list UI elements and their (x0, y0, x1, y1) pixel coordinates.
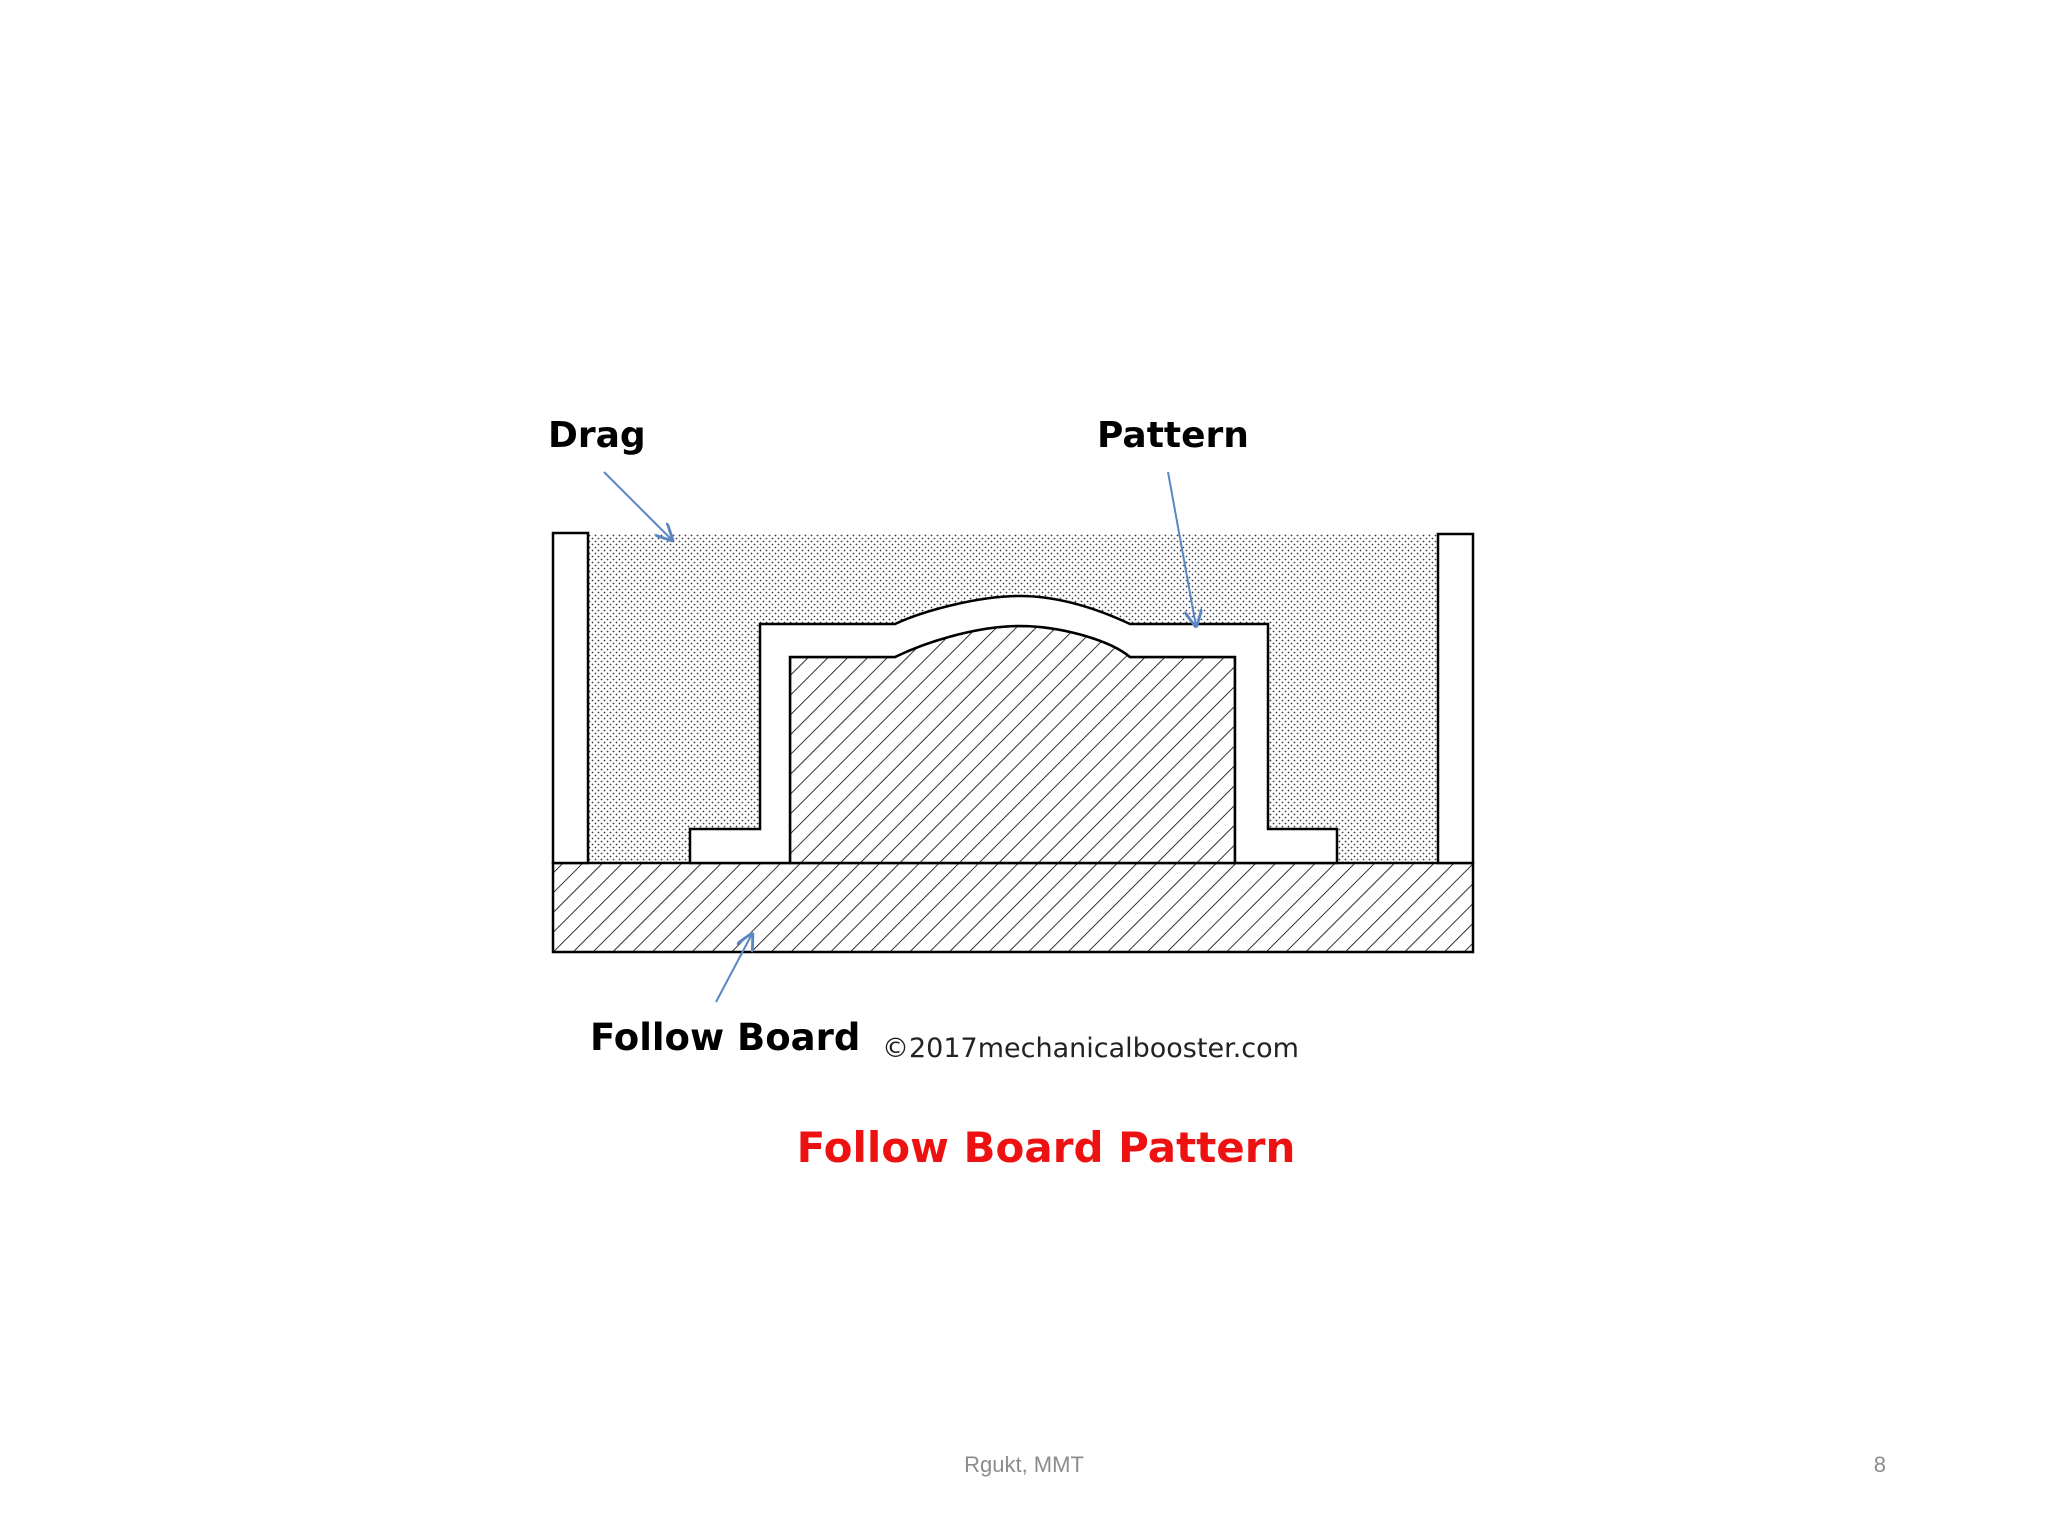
copyright-watermark: ©2017mechanicalbooster.com (882, 1033, 1299, 1064)
follow-board-arrow (715, 934, 752, 1003)
pattern-shell (688, 594, 1339, 865)
drag-arrow (603, 471, 672, 540)
flask-wall-right (1436, 532, 1475, 865)
diagram-caption: Follow Board Pattern (797, 1123, 1296, 1172)
follow-board-core (788, 624, 1237, 865)
pattern-arrow (1167, 471, 1196, 626)
footer-text: Rgukt, MMT (964, 1452, 1084, 1477)
drag-label: Drag (548, 415, 646, 456)
follow-board-label: Follow Board (590, 1016, 860, 1059)
pattern-label: Pattern (1097, 415, 1249, 456)
follow-board (551, 861, 1475, 954)
flask-wall-left (551, 531, 590, 865)
slide-number: 8 (1873, 1452, 1886, 1477)
